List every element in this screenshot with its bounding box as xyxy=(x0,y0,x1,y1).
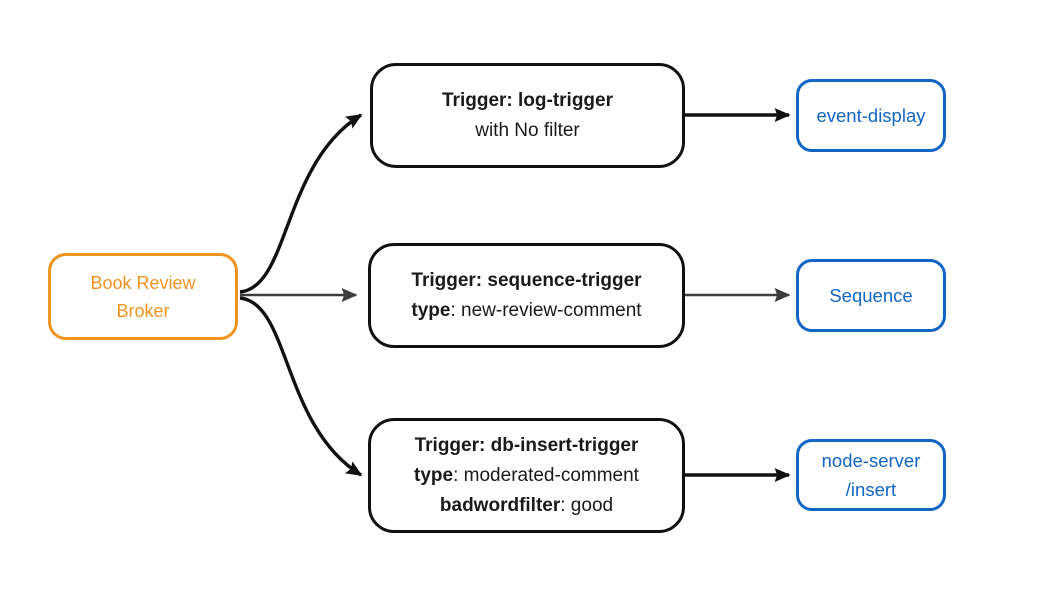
trigger-log-title-line: Trigger: log-trigger xyxy=(442,86,613,116)
sink-node-sequence: Sequence xyxy=(796,259,946,332)
trigger-sequence-title-line: Trigger: sequence-trigger xyxy=(411,266,641,296)
broker-node: Book Review Broker xyxy=(48,253,238,340)
trigger-sequence-type-value: : new-review-comment xyxy=(450,299,642,321)
trigger-log-filter-line: with No filter xyxy=(475,116,580,146)
trigger-sequence-type-line: type: new-review-comment xyxy=(411,296,641,326)
trigger-db-badwordfilter-key: badwordfilter xyxy=(439,494,561,516)
trigger-sequence-title: Trigger: sequence-trigger xyxy=(411,269,642,291)
trigger-log-filter-value: with No filter xyxy=(475,119,580,141)
edge-broker-to-log-trigger xyxy=(239,113,363,294)
trigger-db-title-line: Trigger: db-insert-trigger xyxy=(415,431,639,461)
trigger-sequence-type-key: type xyxy=(411,299,451,321)
trigger-db-title: Trigger: db-insert-trigger xyxy=(414,434,639,456)
sink-node-server-label-line1: node-server xyxy=(821,450,921,471)
broker-label-line1: Book Review xyxy=(90,272,196,293)
sink-node-event-display: event-display xyxy=(796,79,946,152)
trigger-node-db-insert: Trigger: db-insert-trigger type: moderat… xyxy=(368,418,685,533)
broker-label-line2: Broker xyxy=(116,300,170,321)
edge-broker-to-db-insert-trigger xyxy=(239,296,363,477)
sink-node-node-server: node-server /insert xyxy=(796,439,946,511)
sink-event-display-label: event-display xyxy=(816,105,926,126)
trigger-log-title: Trigger: log-trigger xyxy=(442,89,613,111)
sink-sequence-label: Sequence xyxy=(829,285,913,306)
trigger-db-badwordfilter-value: : good xyxy=(560,494,614,516)
trigger-node-sequence: Trigger: sequence-trigger type: new-revi… xyxy=(368,243,685,348)
trigger-node-log: Trigger: log-trigger with No filter xyxy=(370,63,685,168)
trigger-db-type-value: : moderated-comment xyxy=(453,464,639,486)
sink-node-server-label-line2: /insert xyxy=(845,479,897,500)
trigger-db-badwordfilter-line: badwordfilter: good xyxy=(440,491,613,521)
trigger-db-type-line: type: moderated-comment xyxy=(414,461,639,491)
trigger-db-type-key: type xyxy=(414,464,454,486)
